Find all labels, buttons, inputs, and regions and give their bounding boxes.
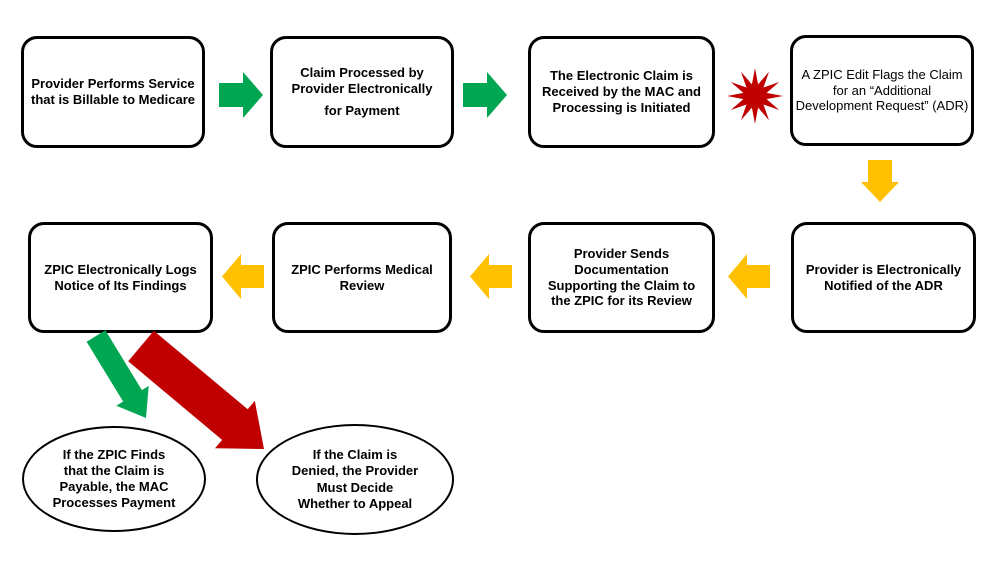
- step-label: ZPIC Performs Medical Review: [291, 261, 433, 293]
- diagonal-outcome-arrows: [86, 330, 264, 449]
- step-zpic-medical-review: ZPIC Performs Medical Review: [272, 222, 452, 333]
- outcome-claim-denied: If the Claim is Denied, the Provider Mus…: [256, 424, 454, 535]
- arrow-step5-to-step6-icon: [728, 254, 770, 299]
- starburst-shape: [727, 68, 783, 124]
- arrow-step7-to-step8-icon: [222, 254, 264, 299]
- step-label: A ZPIC Edit Flags the Claim for an “Addi…: [795, 66, 969, 114]
- starburst-step3-to-step4-icon: [727, 68, 783, 124]
- step-zpic-logs-findings: ZPIC Electronically Logs Notice of Its F…: [28, 222, 213, 333]
- step-label-secondary: for Payment: [324, 103, 400, 119]
- arrow-findings-to-denied-icon: [128, 330, 264, 449]
- step-claim-processed: Claim Processed by Provider Electronical…: [270, 36, 454, 148]
- outcome-claim-payable: If the ZPIC Finds that the Claim is Paya…: [22, 426, 206, 532]
- step-claim-received-mac: The Electronic Claim is Received by the …: [528, 36, 715, 148]
- step-label: Provider Sends Documentation Supporting …: [547, 245, 696, 309]
- step-provider-sends-documentation: Provider Sends Documentation Supporting …: [528, 222, 715, 333]
- step-zpic-edit-flags-adr: A ZPIC Edit Flags the Claim for an “Addi…: [790, 35, 974, 146]
- arrow-step1-to-step2-icon: [219, 72, 263, 118]
- step-label: Claim Processed by Provider Electronical…: [291, 64, 433, 96]
- step-provider-notified-adr: Provider is Electronically Notified of t…: [791, 222, 976, 333]
- step-label: Provider is Electronically Notified of t…: [805, 261, 962, 293]
- arrow-step4-to-step5-icon: [861, 160, 899, 202]
- green-right-arrow-shape: [463, 72, 507, 118]
- arrow-step6-to-step7-icon: [470, 254, 512, 299]
- outcome-label: If the Claim is Denied, the Provider Mus…: [291, 447, 419, 511]
- outcome-label: If the ZPIC Finds that the Claim is Paya…: [52, 446, 176, 511]
- yellow-down-arrow-shape: [861, 160, 899, 202]
- arrow-findings-to-payable-icon: [86, 330, 149, 418]
- step-label: ZPIC Electronically Logs Notice of Its F…: [44, 261, 197, 293]
- yellow-left-arrow-shape: [728, 254, 770, 299]
- yellow-left-arrow-shape: [222, 254, 264, 299]
- green-right-arrow-shape: [219, 72, 263, 118]
- step-label: Provider Performs Service that is Billab…: [31, 76, 195, 107]
- arrow-step2-to-step3-icon: [463, 72, 507, 118]
- step-label: The Electronic Claim is Received by the …: [542, 68, 701, 115]
- step-provider-performs-service: Provider Performs Service that is Billab…: [21, 36, 205, 148]
- yellow-left-arrow-shape: [470, 254, 512, 299]
